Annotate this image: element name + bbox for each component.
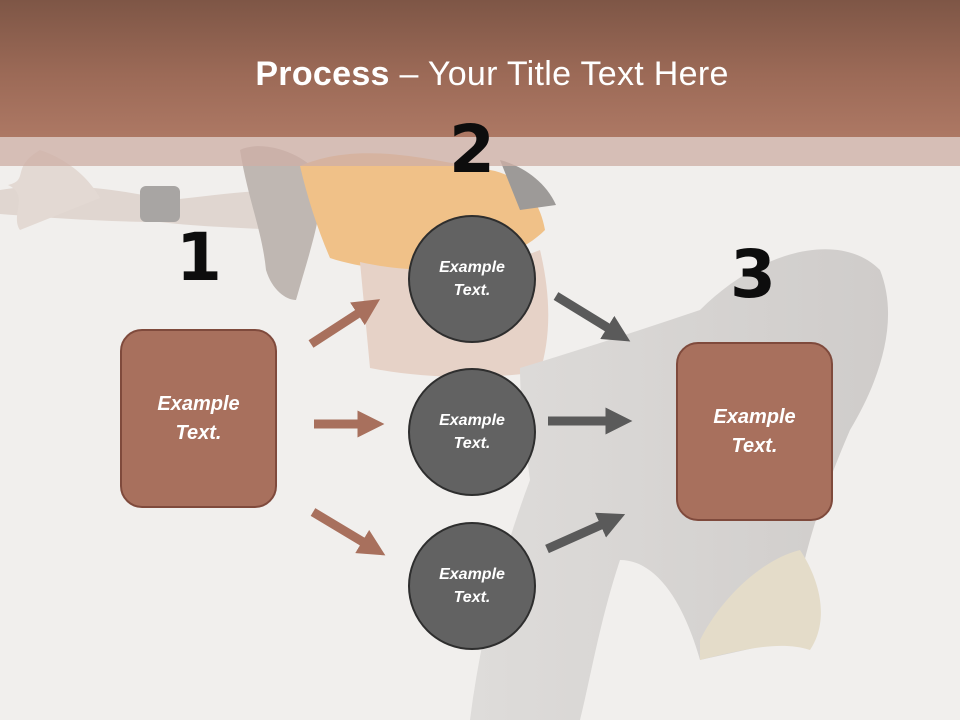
step-3-text: Example Text. [713, 405, 796, 457]
slide-title: Process – Your Title Text Here [0, 52, 960, 96]
step-2-circle-1: Example Text. [408, 215, 536, 343]
step-2-circle-2-text: Example Text. [439, 412, 505, 452]
step-2-circle-1-text: Example Text. [439, 259, 505, 299]
step-2-circle-3: Example Text. [408, 522, 536, 650]
step-1-text: Example Text. [157, 392, 240, 444]
title-bold: Process [255, 55, 390, 93]
step-3-box: Example Text. [676, 342, 833, 521]
title-rest: – Your Title Text Here [389, 55, 729, 93]
step-2-circle-3-text: Example Text. [439, 566, 505, 606]
arrow-circle-1-to-3 [553, 292, 631, 342]
step-number-1: 1 [176, 219, 222, 296]
step-number-3: 3 [730, 236, 776, 313]
step-1-box: Example Text. [120, 329, 277, 508]
arrow-1-to-circle-3 [310, 508, 386, 556]
title-sub-band [0, 137, 960, 166]
arrow-circle-3-to-3 [545, 512, 626, 554]
title-band [0, 0, 960, 137]
step-number-2: 2 [449, 111, 495, 188]
arrow-1-to-circle-1 [308, 299, 381, 348]
step-2-circle-2: Example Text. [408, 368, 536, 496]
